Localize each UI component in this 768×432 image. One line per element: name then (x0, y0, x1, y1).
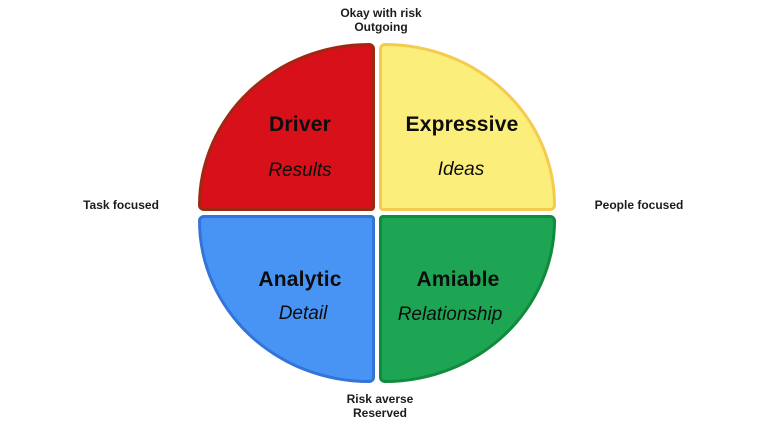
axis-label-top-line2: Outgoing (354, 20, 408, 34)
quadrant-subtitle: Ideas (437, 159, 485, 180)
quadrant-title: Amiable (416, 268, 500, 291)
quadrant-driver: Driver Results (198, 43, 375, 211)
axis-label-bottom-line1: Risk averse (346, 392, 414, 406)
quadrant-title: Analytic (258, 268, 342, 291)
quadrant-title: Driver (269, 113, 331, 136)
quadrant-analytic: Analytic Detail (198, 215, 375, 383)
quadrant-subtitle: Detail (278, 303, 328, 324)
quadrant-expressive: Expressive Ideas (379, 43, 556, 211)
axis-label-top: Okay with risk Outgoing (340, 6, 421, 34)
axis-label-bottom-line2: Reserved (352, 406, 408, 420)
quadrant-subtitle: Results (268, 160, 332, 181)
quadrant-subtitle: Relationship (397, 304, 503, 325)
quadrant-title: Expressive (405, 113, 519, 136)
axis-label-top-line1: Okay with risk (340, 6, 422, 20)
axis-label-bottom: Risk averse Reserved (347, 392, 414, 420)
quadrant-amiable: Amiable Relationship (379, 215, 556, 383)
axis-label-left: Task focused (83, 198, 159, 212)
quadrant-circle: Driver Results Expressive Ideas Analytic… (198, 43, 556, 383)
axis-label-right: People focused (594, 198, 684, 212)
